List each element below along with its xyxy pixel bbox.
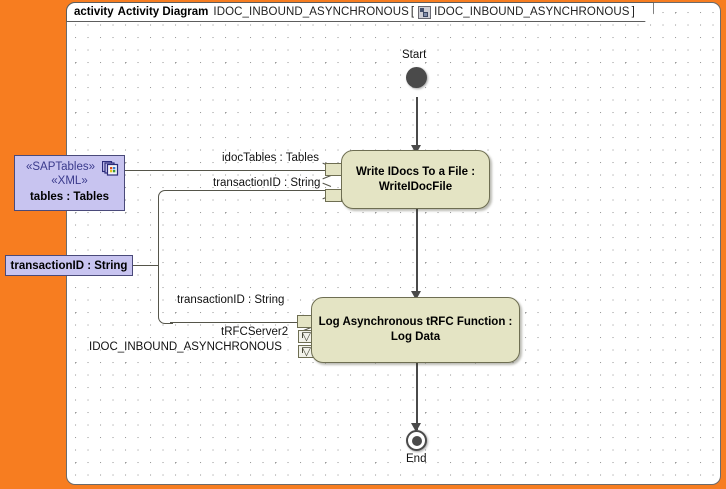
frame-qualified-name: IDOC_INBOUND_ASYNCHRONOUS [434, 6, 630, 18]
activity-log-trfc-line1: Log Asynchronous tRFC Function : [318, 316, 513, 328]
activity-write-idocs-line1: Write IDocs To a File : [355, 165, 476, 178]
bracket-close: ] [631, 6, 635, 18]
activity-write-idocs-line2: WriteIDocFile [378, 180, 453, 193]
objectflow-transactionid-up-elbow [158, 190, 173, 267]
pin-idoc-inbound-async[interactable] [298, 343, 315, 360]
copies-icon [102, 161, 119, 176]
objectflow-transactionid-down-elbow [158, 265, 173, 324]
control-flow-log-to-end [416, 363, 418, 430]
end-node-label: End [406, 453, 427, 465]
object-node-sap-tables[interactable]: «SAPTables» «XML» tables : Tables [14, 155, 125, 211]
pin-label-idoc-inbound-async: IDOC_INBOUND_ASYNCHRONOUS [89, 341, 282, 353]
activity-diagram-icon [418, 6, 431, 19]
initial-node[interactable] [406, 67, 427, 88]
arrowhead-write-to-log [411, 291, 421, 300]
final-node[interactable] [406, 430, 427, 451]
diagram-frame [66, 2, 721, 485]
activity-log-trfc-line2: Log Data [390, 331, 441, 343]
sap-tables-stereotype-2: «XML» [51, 175, 88, 187]
control-flow-write-to-log [416, 209, 418, 295]
sap-tables-stereotype-1: «SAPTables» [25, 161, 96, 173]
control-flow-start-to-write [416, 97, 418, 149]
object-node-transaction-id[interactable]: transactionID : String [5, 255, 133, 276]
pin-transactionid-in-write[interactable] [325, 189, 342, 202]
objectflow-idoctables-line [125, 170, 330, 171]
frame-name: IDOC_INBOUND_ASYNCHRONOUS [213, 6, 409, 18]
diagram-title-tab[interactable]: activity Activity Diagram IDOC_INBOUND_A… [66, 2, 654, 22]
pin-idoctables-in[interactable] [325, 163, 342, 176]
edge-label-idoctables: idocTables : Tables [222, 152, 319, 164]
arrowhead-log-to-end [411, 423, 421, 432]
transaction-id-name: transactionID : String [10, 259, 128, 272]
transactionid-node-stem [133, 265, 159, 266]
frame-type-label: Activity Diagram [117, 6, 209, 18]
edge-label-transactionid-bottom: transactionID : String [177, 294, 285, 306]
sap-tables-name: tables : Tables [29, 191, 110, 203]
activity-log-trfc[interactable]: Log Asynchronous tRFC Function : Log Dat… [311, 297, 520, 363]
frame-keyword: activity [74, 6, 114, 18]
edge-label-transactionid-top: transactionID : String [213, 177, 321, 189]
arrowhead-start-to-write [411, 145, 421, 154]
objectflow-transactionid-down-line [170, 322, 310, 323]
grid-background [67, 3, 720, 484]
activity-write-idocs[interactable]: Write IDocs To a File : WriteIDocFile [341, 150, 490, 209]
pin-label-trfcserver2: tRFCServer2 [221, 326, 289, 338]
objectflow-transactionid-up-line [170, 190, 330, 191]
bracket-open: [ [410, 6, 415, 18]
start-node-label: Start [402, 49, 427, 61]
